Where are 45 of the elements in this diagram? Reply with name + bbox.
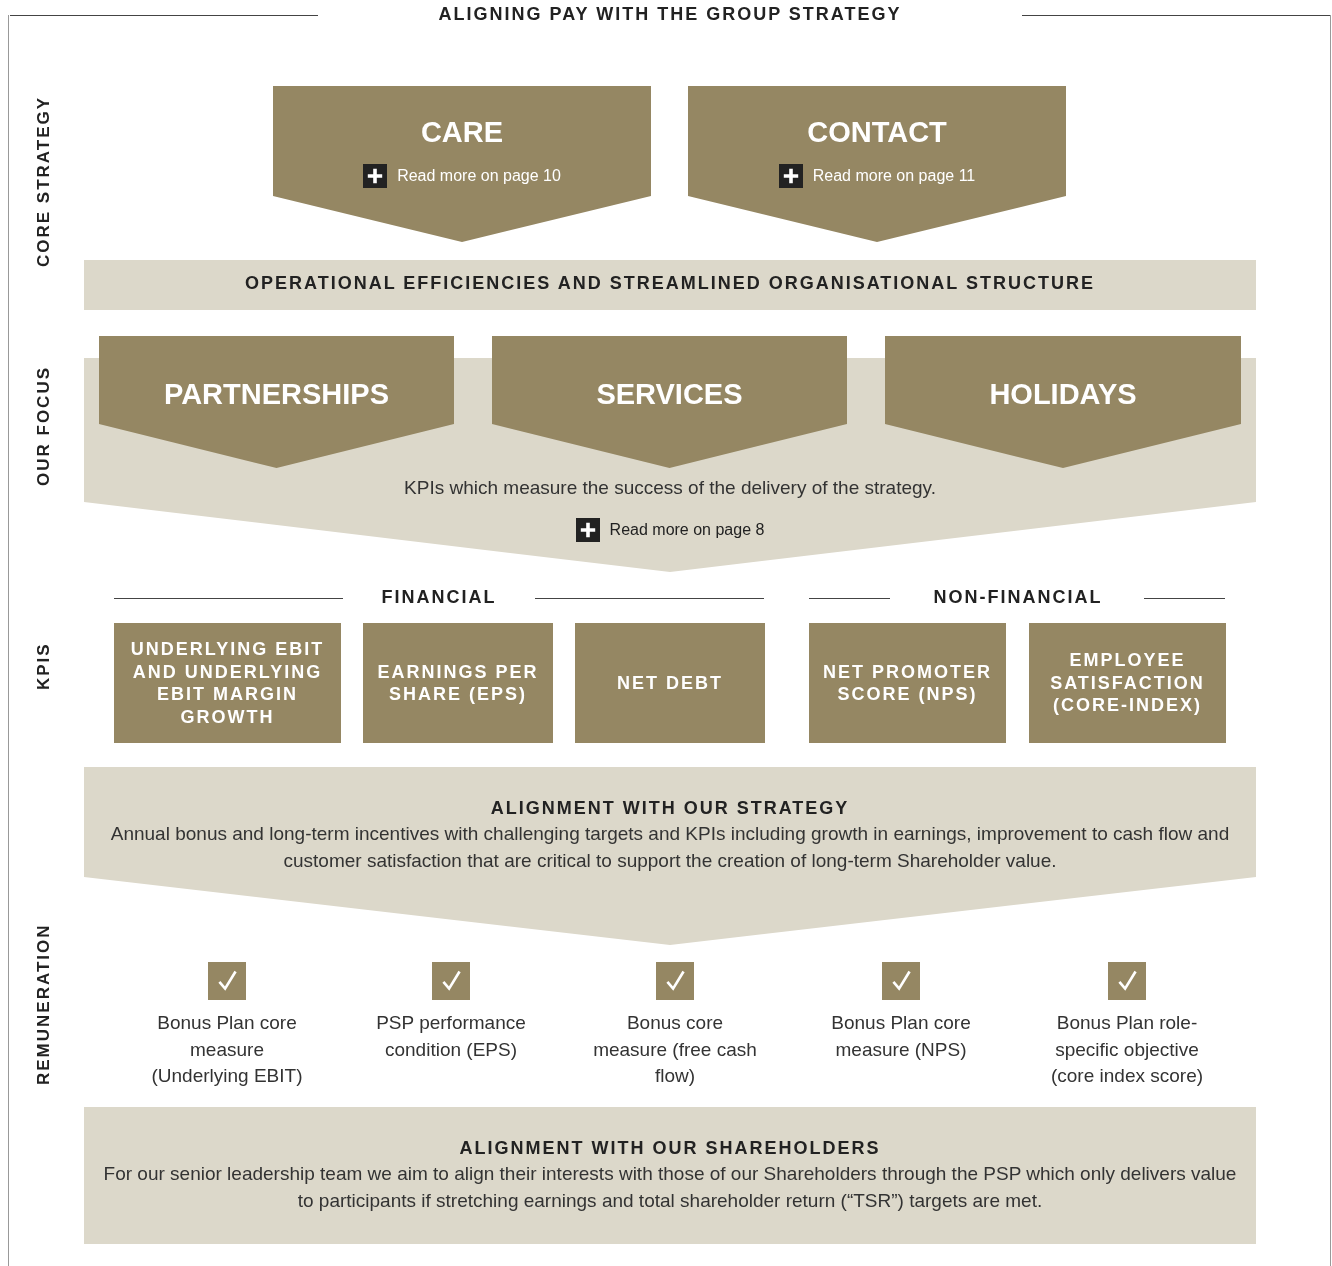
link-text: Read more on page 10 (397, 166, 561, 187)
chevron-box (885, 336, 1241, 468)
measure-text: Bonus Plan core measure (NPS) (830, 1011, 972, 1062)
node-label: EARNINGS PER SHARE (EPS) (377, 660, 539, 706)
node-label: HOLIDAYS (989, 377, 1137, 412)
node-label: OPERATIONAL EFFICIENCIES AND STREAMLINED ORGANISATIONAL STRUCTURE (245, 272, 1095, 295)
chevron-band (84, 336, 1256, 572)
kpi-box (809, 623, 1006, 743)
measure-text: Bonus Plan core measure (Underlying EBIT) (150, 1011, 304, 1089)
chevron-box (273, 86, 651, 242)
heading-text: KPIs which measure the success of the delivery of the strategy. (404, 476, 936, 500)
measure-text: Bonus Plan role-specific objective (core index score) (1049, 1011, 1205, 1089)
heading-text: CARE (420, 115, 504, 150)
side-label: KPIS (34, 645, 54, 690)
node-label: SERVICES (596, 377, 743, 412)
section-heading: FINANCIAL (380, 587, 498, 608)
side-label: OUR FOCUS (34, 365, 54, 489)
node-label: PARTNERSHIPS (163, 377, 390, 412)
heading-text: ALIGNMENT WITH OUR SHAREHOLDERS (459, 1137, 881, 1160)
node-label: NET DEBT (617, 671, 723, 695)
panel-box (84, 1107, 1256, 1244)
body-text: For our senior leadership team we aim to align their interests with those of our Shareholders through the PSP which only delivers value to participants if stretching earnings and total shareholder return (“TSR”) targets are met. (102, 1161, 1238, 1214)
kpi-box (114, 623, 341, 743)
node-label: UNDERLYING EBIT AND UNDERLYING EBIT MARGIN GROWTH (129, 638, 326, 728)
side-label: REMUNERATION (34, 922, 54, 1087)
kpi-box (575, 623, 765, 743)
kpi-box (1029, 623, 1226, 743)
measure-text: PSP performance condition (EPS) (375, 1011, 527, 1062)
chevron-box (99, 336, 454, 468)
link-text: Read more on page 11 (812, 166, 976, 187)
node-label: NET PROMOTER SCORE (NPS) (823, 660, 992, 706)
chevron-box (688, 86, 1066, 242)
measure-text: Bonus core measure (free cash flow) (592, 1011, 758, 1089)
side-label: CORE STRATEGY (34, 95, 54, 267)
banner-box (84, 260, 1256, 310)
body-text: Annual bonus and long-term incentives with challenging targets and KPIs including growth in earnings, improvement to cash flow and customer satisfaction that are critical to support the creation of long-term Shareholder value. (109, 821, 1231, 874)
kpi-box (363, 623, 553, 743)
heading-text: ALIGNMENT WITH OUR STRATEGY (490, 797, 850, 820)
section-heading: NON-FINANCIAL (932, 587, 1104, 608)
chevron-band (84, 767, 1256, 945)
heading-text: CONTACT (807, 115, 947, 150)
link-text: Read more on page 8 (609, 519, 765, 540)
node-label: EMPLOYEE SATISFACTION (CORE-INDEX) (1049, 649, 1206, 717)
title: ALIGNING PAY WITH THE GROUP STRATEGY (437, 4, 903, 25)
chevron-box (492, 336, 847, 468)
